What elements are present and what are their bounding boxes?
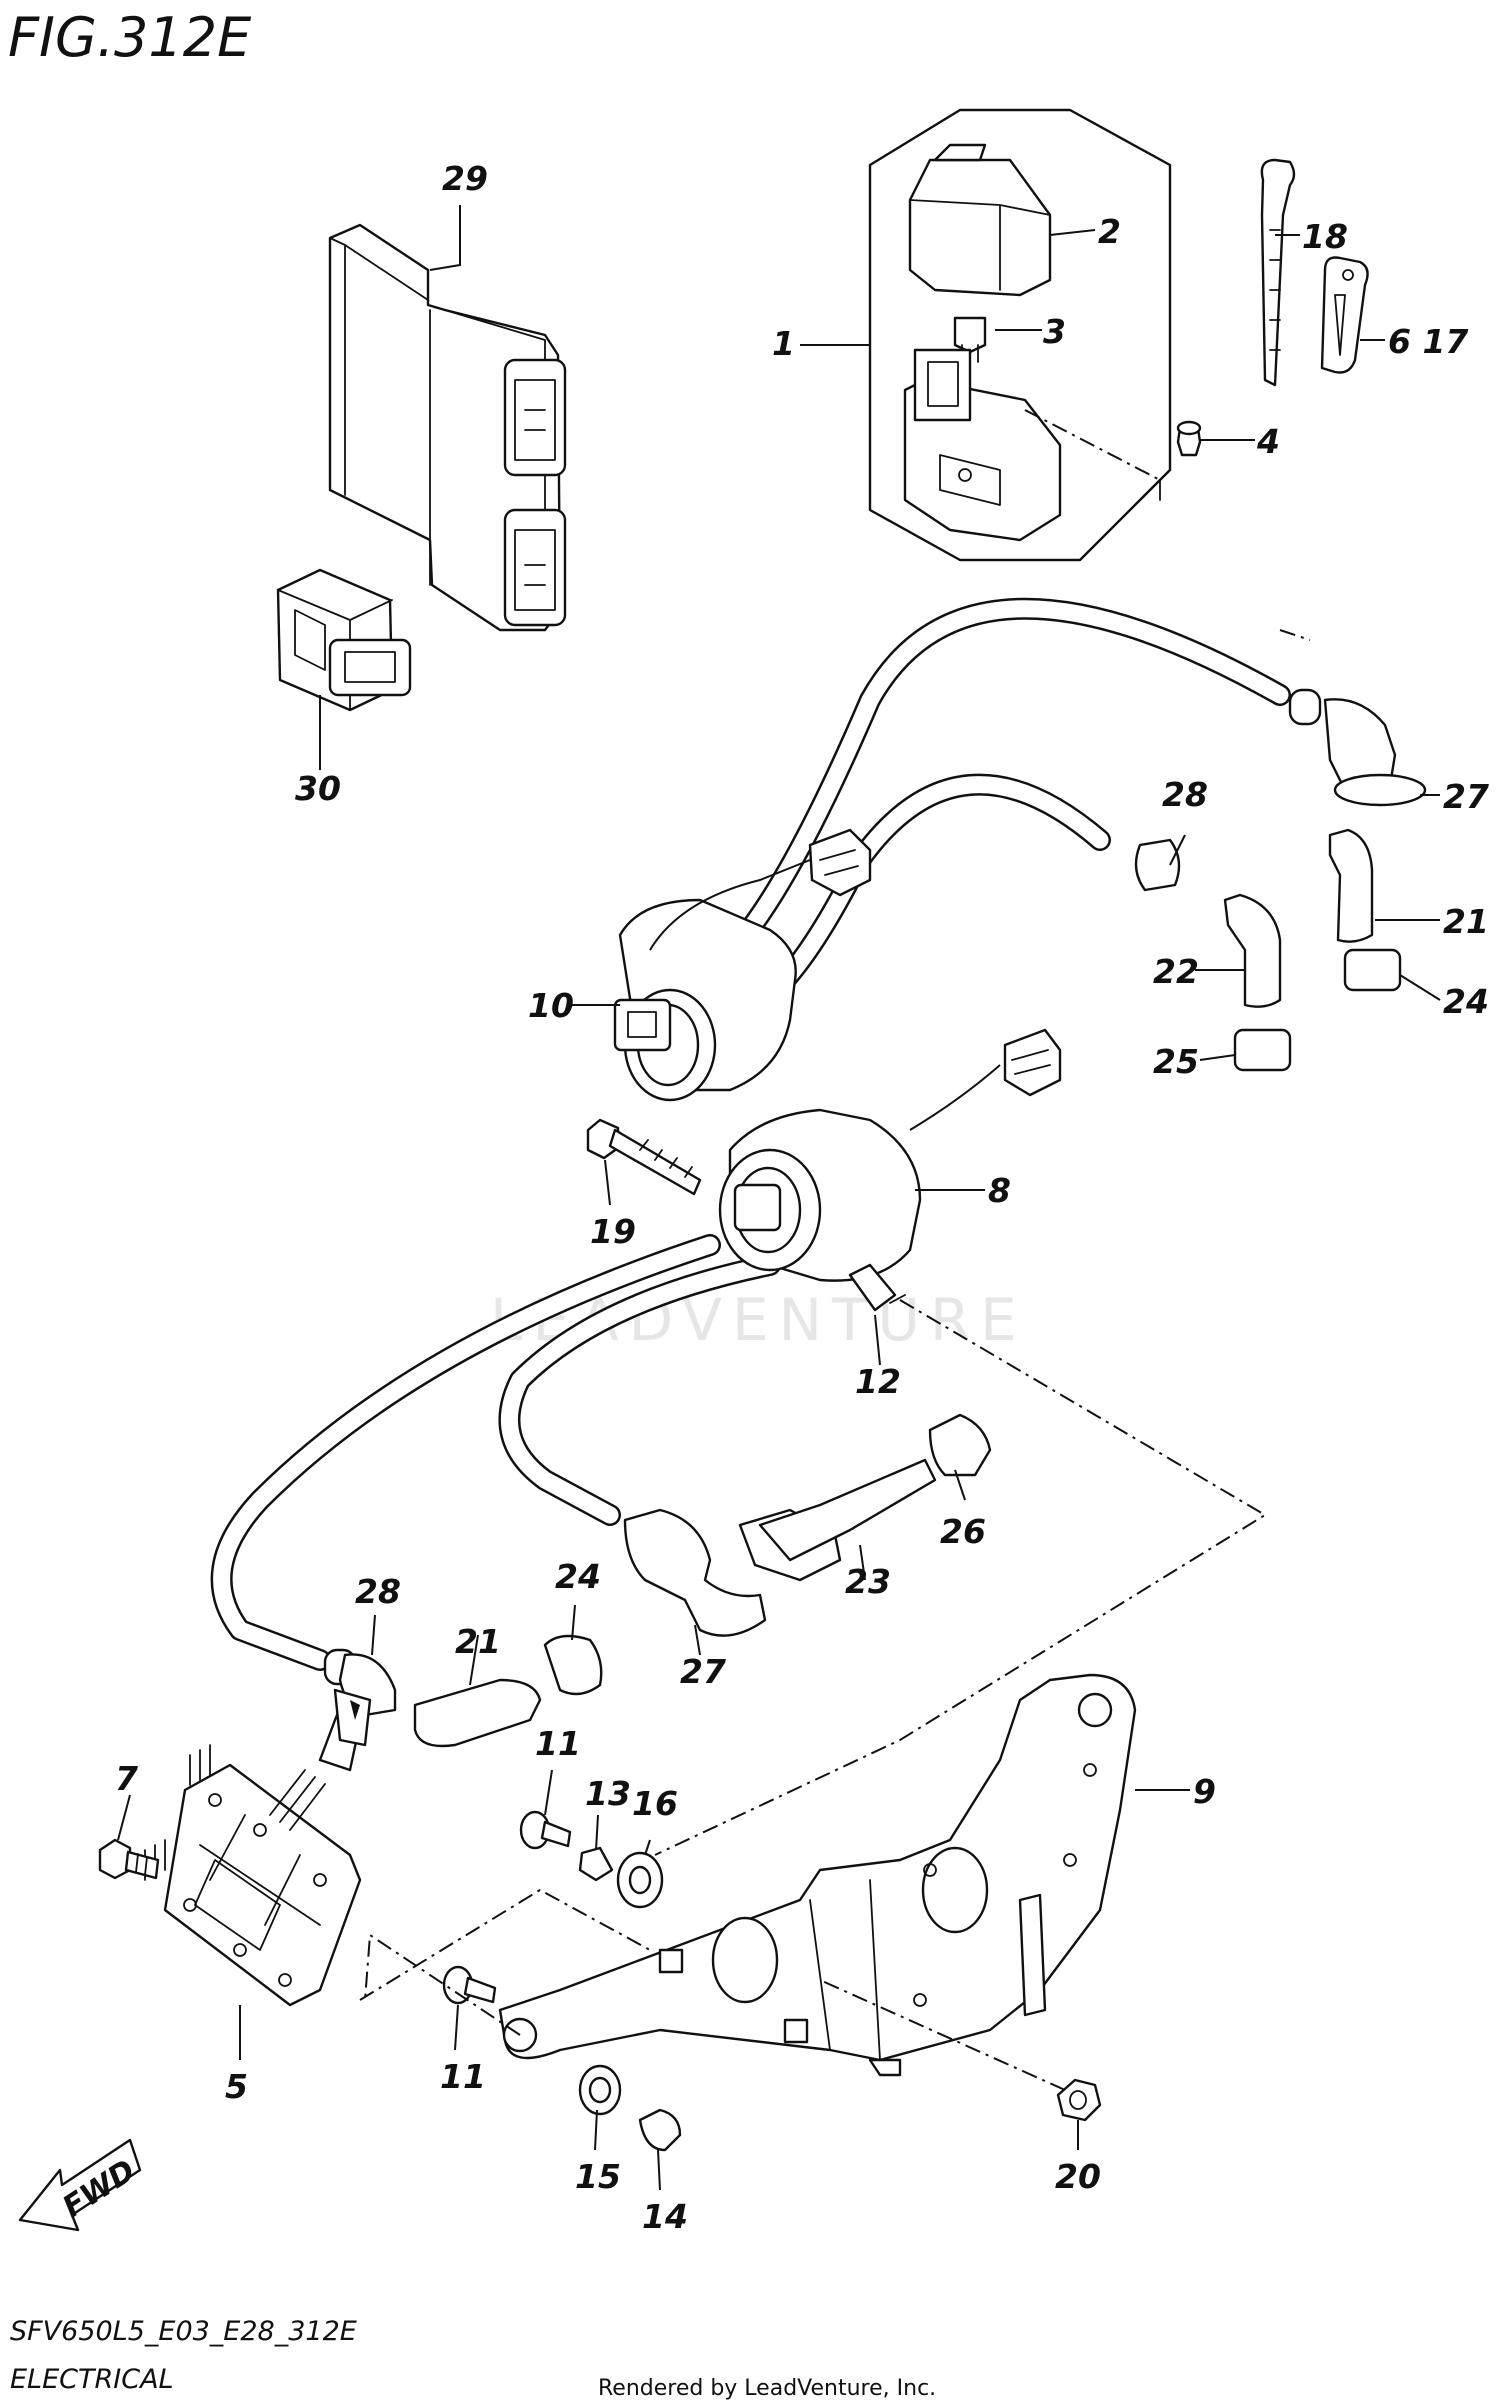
screw-part xyxy=(1176,420,1202,457)
callout-3: 3 xyxy=(1043,312,1066,351)
regulator-bolt-part xyxy=(98,1838,160,1880)
fwd-arrow-icon: FWD xyxy=(18,2138,142,2232)
callout-28-lower: 28 xyxy=(355,1572,401,1611)
callout-15: 15 xyxy=(575,2157,621,2196)
callout-6-17: 6 17 xyxy=(1388,322,1468,361)
callout-labels: 29 30 1 2 3 4 18 6 17 27 28 21 24 22 25 … xyxy=(115,159,1489,2236)
callout-22: 22 xyxy=(1153,952,1199,991)
starter-relay-assembly-part xyxy=(868,108,1172,562)
callout-8: 8 xyxy=(988,1171,1011,1210)
coil-bolt-part xyxy=(586,1118,702,1196)
section-name: ELECTRICAL xyxy=(10,2364,174,2395)
callout-19: 19 xyxy=(590,1212,636,1251)
spark-plug-cap-upper-part xyxy=(1134,688,1427,1072)
callout-5: 5 xyxy=(225,2067,248,2106)
callout-12: 12 xyxy=(855,1362,901,1401)
ignition-coil-lower-part xyxy=(210,1028,1062,1671)
callout-30: 30 xyxy=(295,769,341,808)
callout-13: 13 xyxy=(585,1774,631,1813)
callout-11-upper: 11 xyxy=(535,1724,581,1763)
model-code: SFV650L5_E03_E28_312E xyxy=(10,2316,357,2347)
callout-2: 2 xyxy=(1098,212,1121,251)
callout-21-lower: 21 xyxy=(455,1622,501,1661)
callout-26: 26 xyxy=(940,1512,986,1551)
callout-20: 20 xyxy=(1055,2157,1101,2196)
callout-29: 29 xyxy=(442,159,488,198)
callout-9: 9 xyxy=(1193,1772,1216,1811)
callout-4: 4 xyxy=(1256,422,1280,461)
figure-title: FIG.312E xyxy=(8,6,252,69)
callout-7: 7 xyxy=(115,1759,138,1798)
relay-connector-part xyxy=(276,568,412,712)
clamp-part xyxy=(1320,256,1369,374)
callout-10: 10 xyxy=(528,986,574,1025)
callout-11-lower: 11 xyxy=(440,2057,486,2096)
callout-24-upper: 24 xyxy=(1443,982,1489,1021)
callout-24-lower: 24 xyxy=(555,1557,601,1596)
collar-part xyxy=(848,1263,897,1312)
callout-21-upper: 21 xyxy=(1443,902,1489,941)
callout-23: 23 xyxy=(845,1562,891,1601)
regulator-part xyxy=(144,1688,372,2007)
callout-25: 25 xyxy=(1153,1042,1199,1081)
mounting-bracket-part xyxy=(498,1673,1137,2077)
callout-18: 18 xyxy=(1302,217,1348,256)
render-credit: Rendered by LeadVenture, Inc. xyxy=(598,2376,936,2401)
callout-27-lower: 27 xyxy=(680,1652,726,1691)
ecm-unit-part xyxy=(328,223,567,632)
callout-1: 1 xyxy=(772,324,795,363)
callout-28-upper: 28 xyxy=(1162,775,1208,814)
leader-lines xyxy=(117,205,1441,2191)
ignition-coil-upper-part xyxy=(613,597,1291,1102)
callout-27-upper: 27 xyxy=(1443,777,1489,816)
bracket-hardware-part xyxy=(442,1810,1102,2152)
spark-plug-cap-lower-part xyxy=(323,1413,992,1748)
callout-14: 14 xyxy=(642,2197,688,2236)
cable-tie-part xyxy=(1260,158,1296,387)
callout-16: 16 xyxy=(632,1784,678,1823)
